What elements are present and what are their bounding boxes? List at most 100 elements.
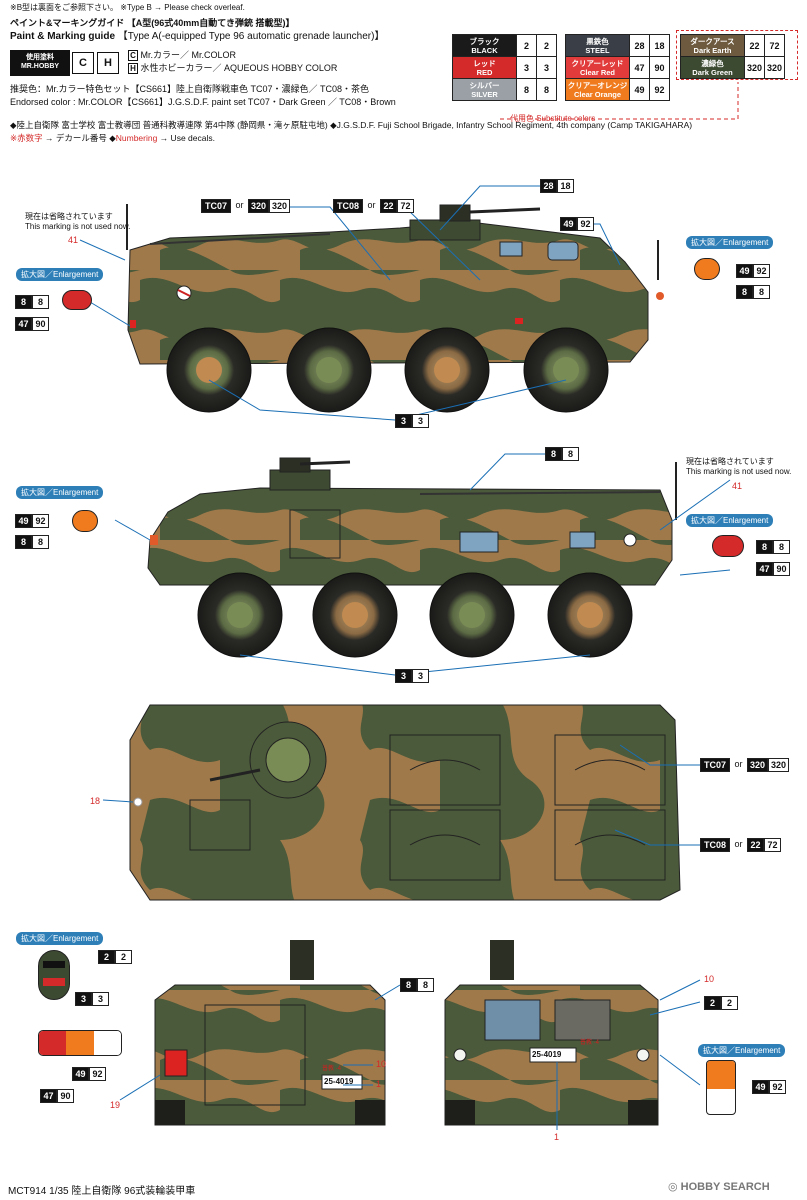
substitute-h-number: 320 <box>764 56 785 79</box>
enlargement-label-3: 拡大図／Enlargement <box>16 486 104 499</box>
enlargement-label-1: 拡大図／Enlargement <box>16 268 104 281</box>
h-text: 水性ホビーカラー／ AQUEOUS HOBBY COLOR <box>140 63 338 73</box>
chart-right-h-number: 18 <box>649 34 670 57</box>
substitute-h-number: 72 <box>764 34 785 57</box>
chart-left-h-number: 2 <box>536 34 557 57</box>
decal-note: ※赤数字 → デカール番号 ◆Numbering → Use decals. <box>10 133 215 144</box>
enlargement-label-6: 拡大図／Enlargement <box>698 1044 786 1057</box>
title-en: Paint & Marking guide <box>10 31 116 42</box>
decal-18: 18 <box>90 796 101 806</box>
top-view <box>129 704 681 901</box>
chart-left-c-number: 8 <box>516 78 537 101</box>
footer-product: 1/35 陸上自衛隊 96式装輪装甲車 <box>49 1186 196 1197</box>
paint-brand-label: 使用塗料 MR.HOBBY <box>10 50 70 76</box>
not-used-jp-1: 現在は省略されています <box>25 212 113 221</box>
enlargement-label-2: 拡大図／Enlargement <box>686 236 774 249</box>
front-view <box>444 940 659 1126</box>
overleaf-note: ※B型は裏面をご参照下さい。 ※Type B → Please check ov… <box>10 3 245 12</box>
front-plate: 25-4019 <box>532 1050 562 1059</box>
footer-title: MCT914 1/35 陸上自衛隊 96式装輪装甲車 <box>8 1182 195 1197</box>
decal-note-mid: → デカール番号 ◆ <box>42 133 116 143</box>
decal-41-2: 41 <box>732 481 743 491</box>
c-key: C <box>72 52 94 74</box>
watermark: ◎ HOBBY SEARCH <box>668 1181 770 1193</box>
not-used-jp-2: 現在は省略されています <box>686 457 774 466</box>
not-used-en-1: This marking is not used now. <box>25 222 131 231</box>
not-used-en-2: This marking is not used now. <box>686 467 792 476</box>
decal-note-end: → Use decals. <box>157 133 215 143</box>
title-jp-suffix: 【A型(96式40mm自動てき弾銃 搭載型)】 <box>126 18 295 28</box>
front-light-enlargement <box>706 1060 736 1115</box>
substitute-c-number: 22 <box>744 34 765 57</box>
substitute-lines <box>500 82 739 120</box>
chart-right-h-number: 92 <box>649 78 670 101</box>
unit-jp: ◆陸上自衛隊 富士学校 富士教導団 普通科教導連隊 第4中隊 (静岡県・滝ヶ原駐… <box>10 120 328 130</box>
title-block: ペイント&マーキングガイド 【A型(96式40mm自動てき弾銃 搭載型)】 Pa… <box>10 18 384 42</box>
chart-left-c-number: 3 <box>516 56 537 79</box>
enlargement-label-5: 拡大図／Enlargement <box>16 932 104 945</box>
chart-left-c-number: 2 <box>516 34 537 57</box>
endorse-jp: 推奨色：Mr.カラー特色セット【CS661】陸上自衛隊戦車色 TC07・濃緑色／… <box>10 84 370 94</box>
chart-left-h-number: 3 <box>536 56 557 79</box>
rear-unit-mark: 普教 ·4 <box>322 1066 342 1072</box>
decal-19: 19 <box>110 1100 121 1110</box>
title-en-suffix: 【Type A(-equipped Type 96 automatic gren… <box>117 31 385 42</box>
c-text: Mr.カラー／ Mr.COLOR <box>140 50 237 60</box>
footer-code: MCT914 <box>8 1186 47 1197</box>
rear-view <box>154 940 386 1126</box>
chart-right-c-number: 47 <box>629 56 650 79</box>
decal-41-1: 41 <box>68 235 79 245</box>
decal-10-rear: 10 <box>376 1059 387 1069</box>
title-jp: ペイント&マーキングガイド <box>10 18 125 28</box>
substitute-box <box>676 30 798 80</box>
chart-right-h-number: 90 <box>649 56 670 79</box>
rear-plate: 25-4019 <box>324 1077 354 1086</box>
side-view-right <box>147 457 677 658</box>
unit-line: ◆陸上自衛隊 富士学校 富士教導団 普通科教導連隊 第4中隊 (静岡県・滝ヶ原駐… <box>10 120 692 131</box>
marker-light-enlargement-1 <box>694 258 720 280</box>
substitute-c-number: 320 <box>744 56 765 79</box>
side-view-left <box>126 204 664 413</box>
tail-light-enlargement-2 <box>712 535 744 557</box>
tail-light-enlargement-1 <box>62 290 92 310</box>
rear-lamp-cluster-enlargement <box>38 1030 122 1056</box>
decal-note-red: Numbering <box>115 133 158 143</box>
